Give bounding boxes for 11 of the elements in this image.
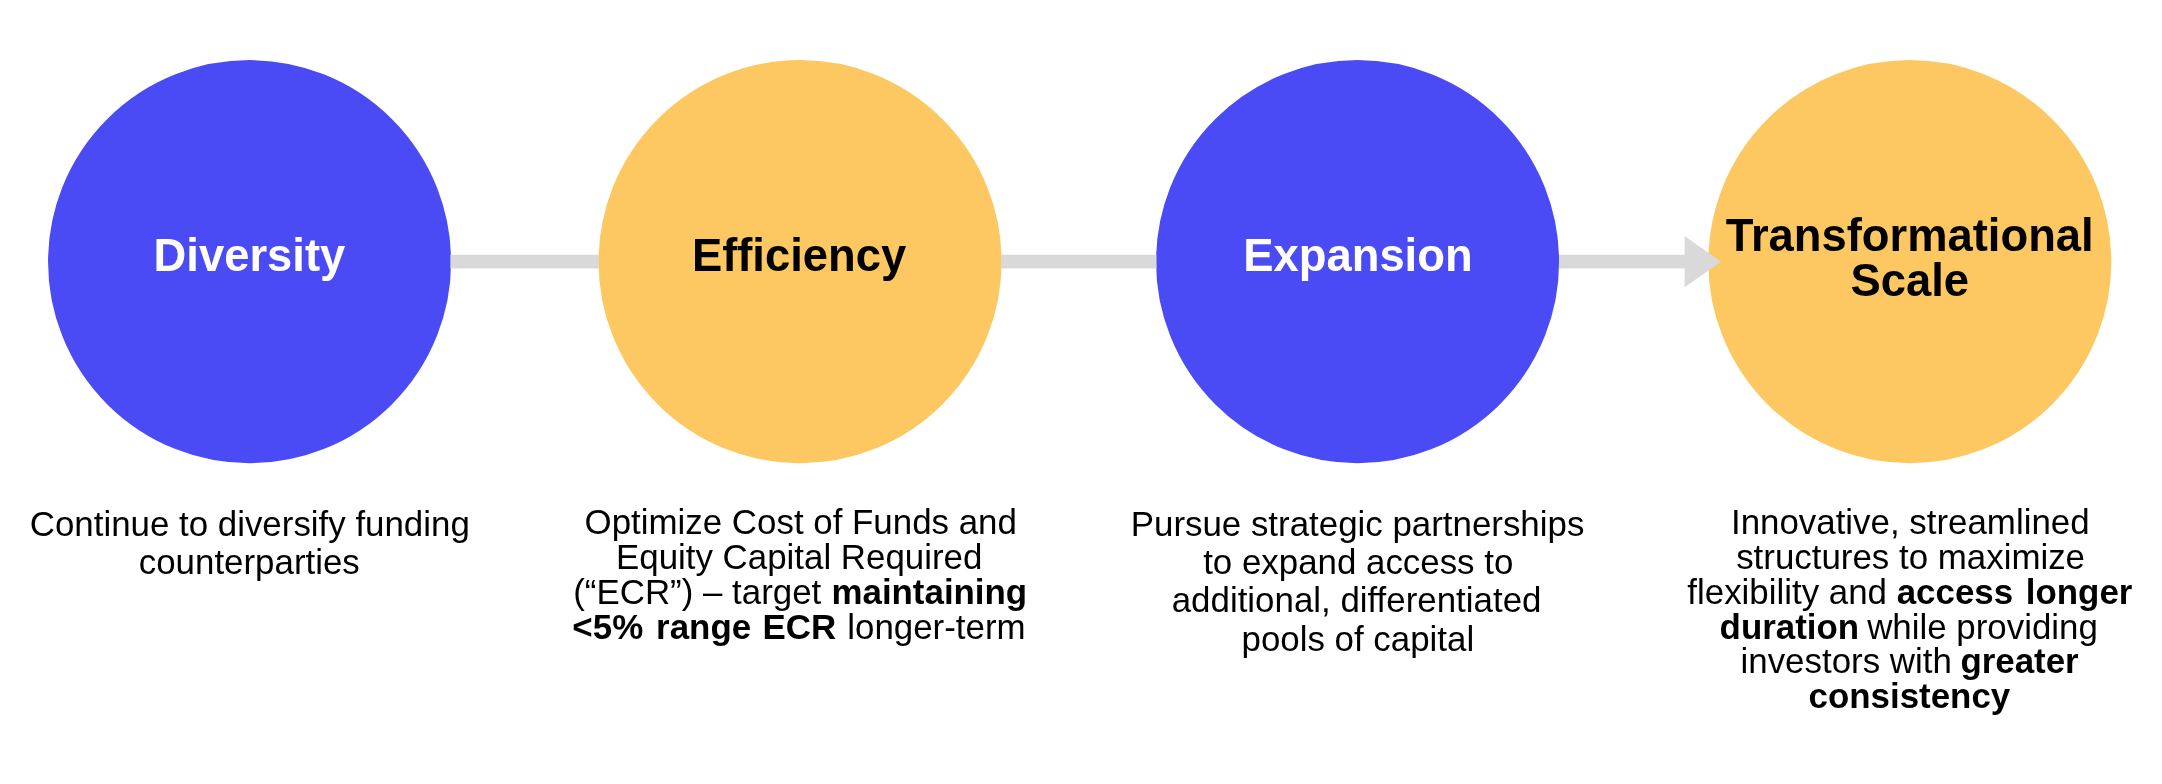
connector bbox=[450, 254, 599, 269]
node-label: Continue to diversify funding counterparties bbox=[29, 503, 470, 581]
node-circle: Efficiency bbox=[598, 59, 1002, 463]
node-label: Innovative, streamlined structures to maximize flexibility and access longer duration while providing investors with greater consistency bbox=[1687, 501, 2133, 715]
node-circle: Transformational Scale bbox=[1708, 59, 2112, 463]
node-circle: Expansion bbox=[1156, 59, 1560, 463]
node-label: Optimize Cost of Funds and Equity Capital Required (“ECR”) – target maintaining <5% range ECR longer-term bbox=[572, 501, 1028, 646]
arrow bbox=[1558, 235, 1722, 287]
node-circle: Diversity bbox=[48, 59, 452, 463]
node-label: Pursue strategic partnerships to expand access to additional, differentiated pools of capital bbox=[1130, 503, 1585, 658]
connector bbox=[1001, 254, 1157, 269]
